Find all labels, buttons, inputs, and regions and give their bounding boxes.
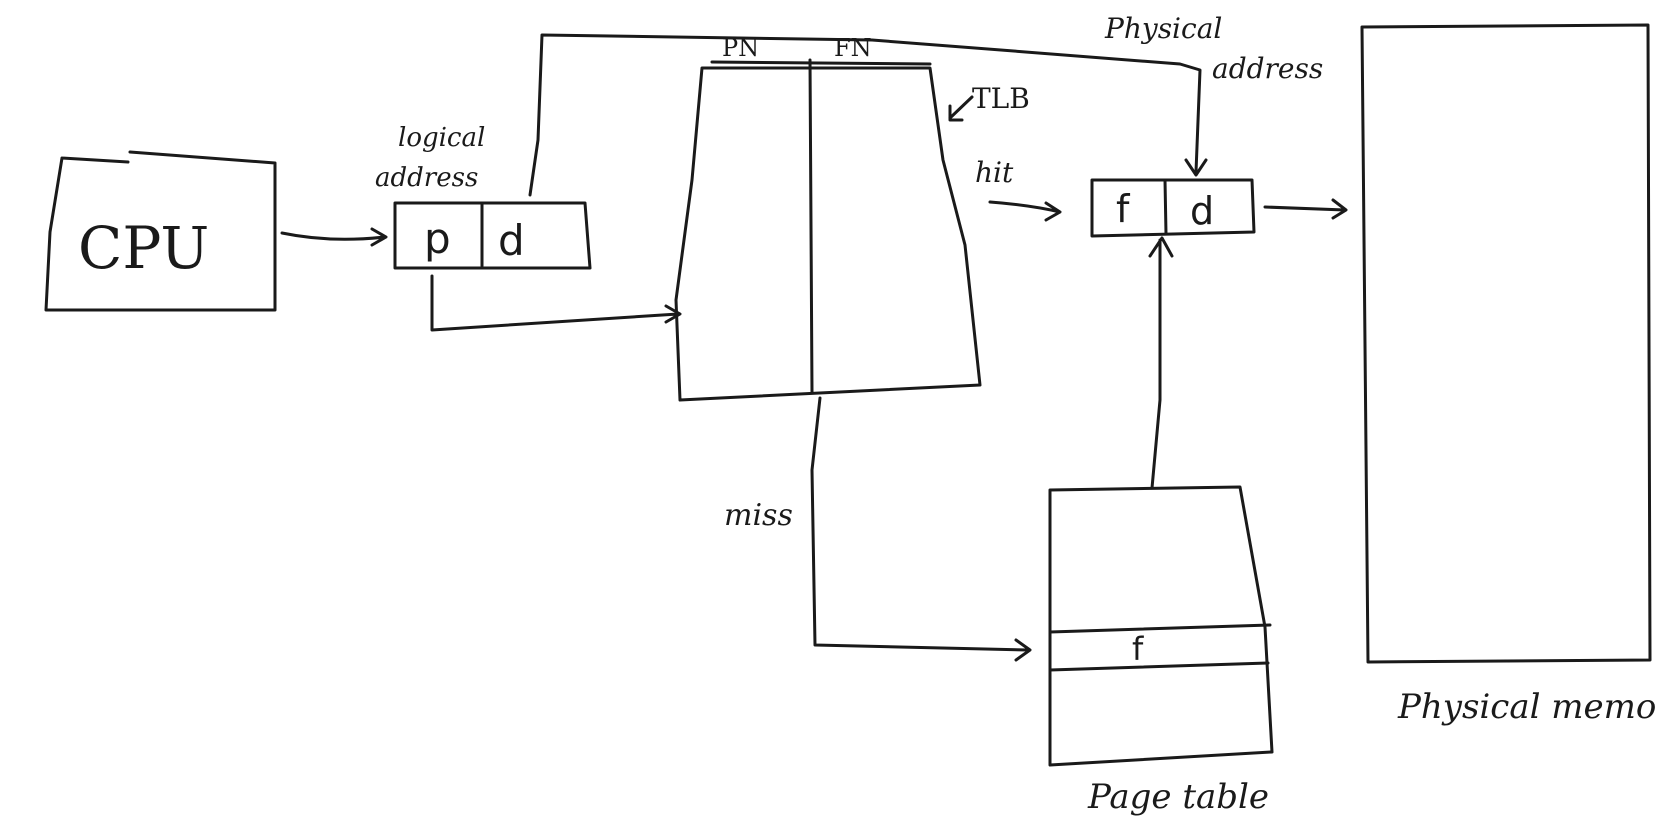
tlb-col-pn: PN [722,34,759,62]
hit-label: hit [975,156,1014,189]
physical-address-label-line1: Physical [1104,12,1222,45]
miss-path-line [810,396,1032,662]
logical-address-box [393,201,592,270]
hit-arrow [988,200,1062,222]
cpu-box [44,150,277,312]
tlb-col-fn: FN [834,34,872,62]
page-table-box [1048,485,1274,767]
logical-address-label-line1: logical [398,123,485,153]
tlb-label: TLB [972,82,1030,115]
tlb-header-underline [710,60,932,66]
physical-d-field: d [1190,189,1214,233]
page-table-entry-row [1048,623,1272,672]
tlb-table [674,58,982,402]
physical-address-label-line2: address [1212,52,1323,85]
cpu-label: CPU [78,214,209,282]
offset-path-line [528,33,1208,197]
logical-address-label-line2: address [375,163,478,193]
cpu-to-logical-arrow [280,227,388,247]
physical-f-field: f [1116,187,1131,231]
physical-memory-label: Physical memory [1397,687,1656,727]
logical-d-field: d [498,216,525,265]
page-table-to-physical-arrow [1148,236,1174,490]
to-memory-arrow [1263,198,1348,220]
physical-memory-box [1360,23,1652,664]
tlb-label-arrow [948,95,974,122]
miss-label: miss [724,498,793,533]
logical-p-field: p [424,214,451,263]
page-table-entry-f: f [1132,630,1144,668]
page-number-path-line [430,274,682,332]
page-table-label: Page table [1087,777,1269,817]
physical-address-box [1090,178,1256,238]
